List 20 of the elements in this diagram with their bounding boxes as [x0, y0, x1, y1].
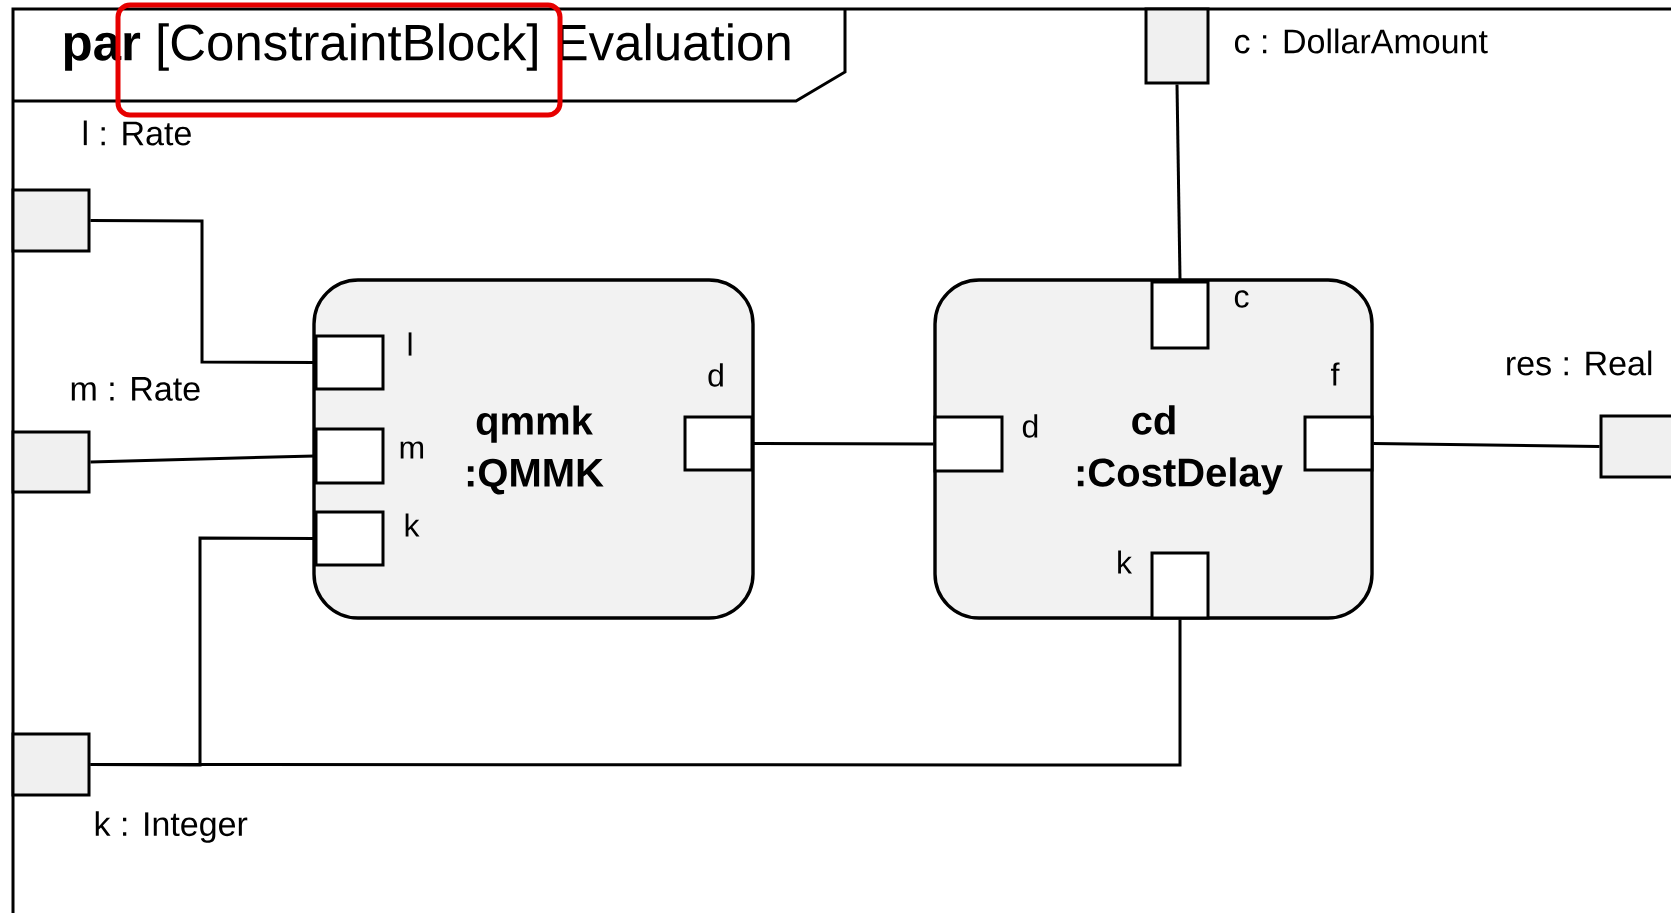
connector: [1175, 84, 1182, 281]
connector: [90, 536, 315, 767]
port-label: k : Integer: [95, 811, 248, 843]
port-label: l: [408, 332, 412, 356]
connector: [753, 442, 934, 446]
port-label: m : Rate: [71, 377, 200, 401]
port-label: d: [708, 363, 723, 387]
port-label: m: [400, 441, 424, 459]
port-label: l : Rate: [83, 120, 191, 146]
connector: [1373, 442, 1600, 448]
connector: [90, 219, 315, 364]
port-label: k: [405, 513, 420, 537]
port-label: c: [1234, 290, 1249, 308]
port-label: k: [1118, 550, 1133, 574]
connector: [90, 619, 1182, 767]
port-label: c : DollarAmount: [1234, 28, 1488, 54]
port-label: res : Real: [1507, 350, 1652, 376]
port-label: f: [1331, 362, 1340, 386]
connector: [90, 454, 315, 464]
port-label: d: [1022, 414, 1038, 438]
